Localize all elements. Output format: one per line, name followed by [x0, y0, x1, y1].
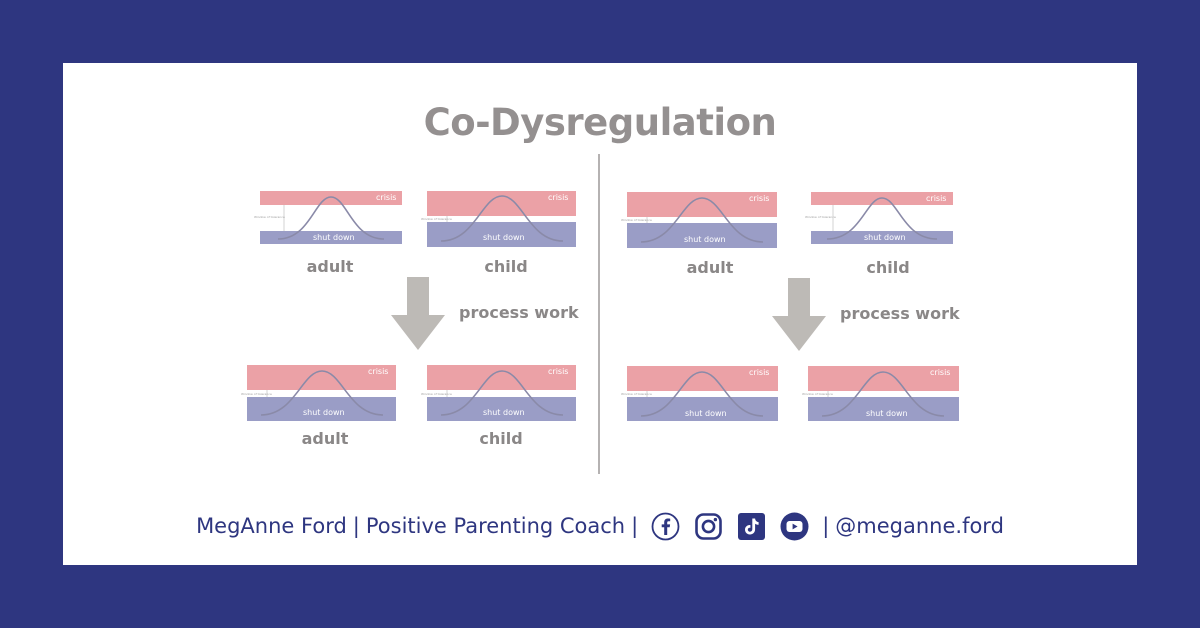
- right-top-child-caption: child: [866, 258, 910, 277]
- separator: |: [631, 514, 639, 538]
- shutdown-label: shut down: [483, 408, 525, 417]
- separator: |: [822, 514, 830, 538]
- center-divider: [598, 154, 600, 474]
- window-curve: [440, 195, 564, 242]
- left-bottom-adult-caption: adult: [301, 429, 349, 448]
- tiktok-icon[interactable]: [737, 512, 766, 541]
- window-curve: [440, 370, 564, 416]
- window-label: Window of tolerance: [621, 392, 652, 396]
- window-curve: [826, 197, 938, 240]
- window-label: Window of tolerance: [421, 217, 452, 221]
- window-label: Window of tolerance: [421, 392, 452, 396]
- social-handle[interactable]: @meganne.ford: [835, 514, 1004, 538]
- left-adult-window-diagram: crisis shut down Window of tolerance: [254, 191, 402, 244]
- crisis-label: crisis: [368, 367, 389, 376]
- shutdown-label: shut down: [684, 235, 726, 244]
- instagram-icon[interactable]: [694, 512, 723, 541]
- page-title: Co-Dysregulation: [423, 101, 777, 144]
- shutdown-band: [627, 397, 778, 421]
- left-child-window-diagram: crisis shut down Window of tolerance: [421, 191, 576, 247]
- facebook-icon[interactable]: [651, 512, 680, 541]
- left-bottom-child-caption: child: [479, 429, 523, 448]
- crisis-label: crisis: [548, 193, 569, 202]
- separator: |: [352, 514, 360, 538]
- infographic-card: Co-Dysregulation crisis shut down Window…: [63, 63, 1137, 565]
- shutdown-label: shut down: [864, 233, 906, 242]
- author-name: MegAnne Ford: [196, 514, 347, 538]
- window-curve: [260, 370, 384, 416]
- window-label: Window of tolerance: [241, 392, 272, 396]
- crisis-label: crisis: [548, 367, 569, 376]
- crisis-band: [627, 366, 778, 391]
- right-bottom-adult-window-diagram: crisis shut down Window of tolerance: [621, 366, 778, 421]
- right-top-adult-caption: adult: [686, 258, 734, 277]
- left-top-child-caption: child: [484, 257, 528, 276]
- crisis-band: [260, 191, 402, 205]
- right-bottom-child-window-diagram: crisis shut down Window of tolerance: [802, 366, 959, 421]
- author-role: Positive Parenting Coach: [365, 514, 626, 538]
- crisis-band: [427, 191, 576, 216]
- window-curve: [277, 196, 385, 240]
- window-curve: [821, 371, 945, 417]
- shutdown-band: [247, 397, 396, 421]
- shutdown-band: [627, 223, 777, 248]
- shutdown-label: shut down: [303, 408, 345, 417]
- crisis-label: crisis: [749, 368, 770, 377]
- shutdown-label: shut down: [483, 233, 525, 242]
- left-top-adult-caption: adult: [306, 257, 354, 276]
- crisis-band: [627, 192, 777, 217]
- window-curve: [640, 371, 764, 417]
- footer: MegAnne Ford | Positive Parenting Coach …: [63, 509, 1137, 543]
- right-process-work-label: process work: [840, 304, 960, 323]
- window-label: Window of tolerance: [805, 215, 836, 219]
- down-arrow: [391, 277, 445, 350]
- right-child-window-diagram: crisis shut down Window of tolerance: [805, 192, 953, 244]
- crisis-label: crisis: [749, 194, 770, 203]
- shutdown-band: [427, 397, 576, 421]
- window-curve: [640, 197, 764, 243]
- crisis-band: [247, 365, 396, 390]
- crisis-band: [808, 366, 959, 391]
- crisis-band: [427, 365, 576, 390]
- shutdown-band: [427, 222, 576, 247]
- window-label: Window of tolerance: [254, 215, 285, 219]
- shutdown-label: shut down: [866, 409, 908, 418]
- shutdown-label: shut down: [313, 233, 355, 242]
- down-arrow: [772, 278, 826, 351]
- crisis-label: crisis: [376, 193, 397, 202]
- right-adult-window-diagram: crisis shut down Window of tolerance: [621, 192, 777, 248]
- window-label: Window of tolerance: [802, 392, 833, 396]
- crisis-label: crisis: [926, 194, 947, 203]
- left-bottom-adult-window-diagram: crisis shut down Window of tolerance: [241, 365, 396, 421]
- left-bottom-child-window-diagram: crisis shut down Window of tolerance: [421, 365, 576, 421]
- crisis-label: crisis: [930, 368, 951, 377]
- youtube-icon[interactable]: [780, 512, 809, 541]
- window-label: Window of tolerance: [621, 218, 652, 222]
- shutdown-label: shut down: [685, 409, 727, 418]
- shutdown-band: [808, 397, 959, 421]
- left-process-work-label: process work: [459, 303, 579, 322]
